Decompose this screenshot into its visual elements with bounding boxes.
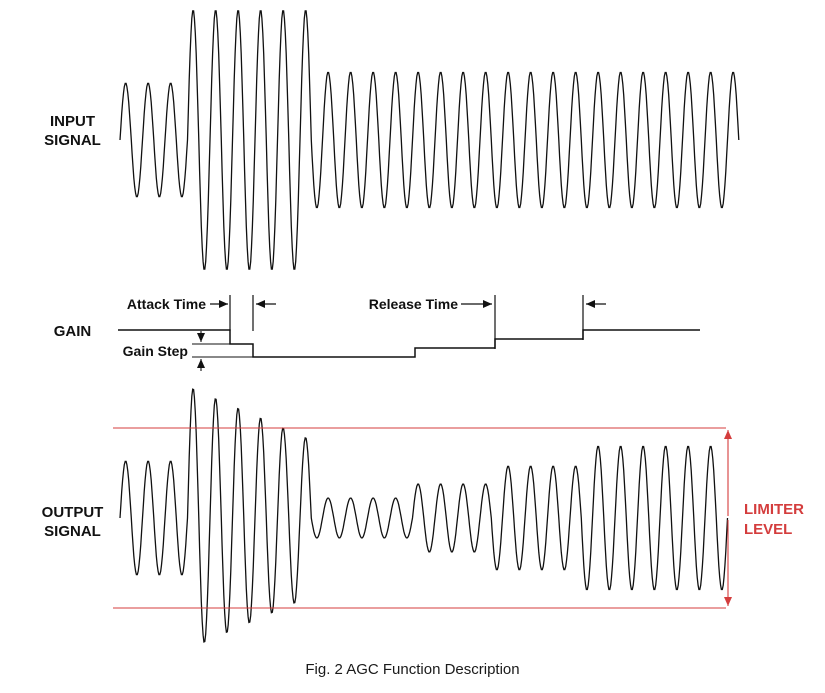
input-signal-label: INPUT SIGNAL — [44, 113, 101, 149]
input-signal-path — [119, 10, 740, 270]
output-signal-path — [119, 388, 729, 643]
limiter-level-group — [113, 427, 732, 609]
release-time-label: Release Time — [368, 296, 458, 312]
attack-time-annotation — [210, 295, 276, 331]
gain-step-label: Gain Step — [122, 343, 188, 359]
limiter-level-label: LIMITER LEVEL — [744, 501, 804, 538]
output-signal-label: OUTPUT SIGNAL — [41, 504, 104, 540]
gain-step-annotation — [192, 331, 254, 371]
release-time-annotation — [461, 295, 606, 349]
attack-time-label: Attack Time — [126, 296, 206, 312]
figure-caption: Fig. 2 AGC Function Description — [305, 661, 520, 678]
gain-label: GAIN — [53, 323, 92, 340]
